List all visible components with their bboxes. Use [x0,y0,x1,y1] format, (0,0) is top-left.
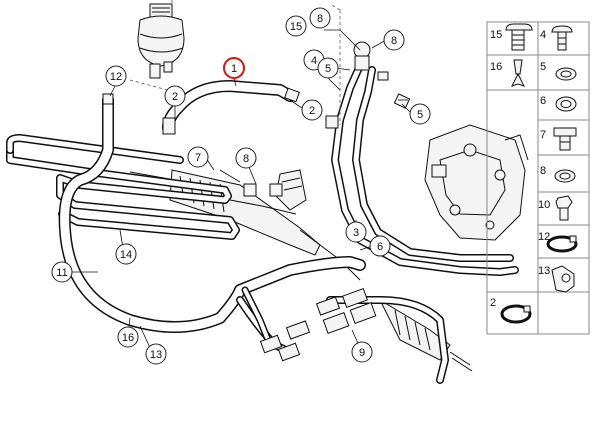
callout-c12: 12 [105,65,127,87]
bolt-with-washer-icon [505,23,533,51]
callout-circle [145,343,167,365]
callout-c14: 14 [115,243,137,265]
callout-circle [115,243,137,265]
callout-c8b: 8 [383,29,405,51]
callout-number: 4 [311,55,317,67]
callout-number: 14 [120,249,132,261]
hose-clip-icon [511,59,525,87]
callout-number: 16 [122,332,134,344]
callout-circle [285,15,307,37]
callout-c6: 6 [369,235,391,257]
callout-circle [369,235,391,257]
callout-circle [223,57,245,79]
callout-circle [235,147,257,169]
power-steering-pump[interactable] [424,124,529,241]
callout-number: 8 [391,35,397,47]
callout-c2a: 2 [164,85,186,107]
callout-c7: 7 [187,146,209,168]
mounting-bracket-icon [551,265,575,293]
legend-label-hollow-bolt-ring-icon: 6 [540,95,546,107]
callout-c5b: 5 [409,103,431,125]
parts-legend-table [486,21,590,335]
legend-label-hex-bolt-icon: 10 [538,199,550,211]
callout-number: 3 [353,227,359,239]
callout-c2b: 2 [301,99,323,121]
callout-circle [309,7,331,29]
callout-c5a: 5 [317,57,339,79]
callout-number: 2 [172,91,178,103]
sealing-ring-icon [555,67,577,81]
callout-c15: 15 [285,15,307,37]
gasket-ring-icon [554,169,576,183]
hex-bolt-icon [555,195,573,221]
hose-clamp-band-icon [500,304,532,324]
legend-cells: 15 4 16 5 6 7 8 10 12 13 2 [490,29,550,309]
callout-number: 2 [309,105,315,117]
callout-circle [301,99,323,121]
callout-c1: 1 [223,57,245,79]
callout-number: 8 [317,13,323,25]
callout-circle [51,261,73,283]
hose-clips[interactable] [325,71,411,129]
callout-c9: 9 [351,341,373,363]
callout-number: 6 [377,241,383,253]
callout-circle [383,29,405,51]
legend-label-mounting-bracket-icon: 13 [538,265,550,277]
callout-circle [409,103,431,125]
callout-circle [117,326,139,348]
callout-number: 13 [150,349,162,361]
callout-c11: 11 [51,261,73,283]
legend-label-gasket-ring-icon: 8 [540,165,546,177]
callout-number: 9 [359,347,365,359]
legend-label-hose-clip-icon: 16 [490,61,502,73]
legend-label-hollow-bolt-icon: 7 [540,129,546,141]
fluid-reservoir[interactable] [137,3,185,79]
callout-number: 12 [110,71,122,83]
callout-number: 15 [290,21,302,33]
callout-number: 11 [56,267,67,279]
callout-circle [345,221,367,243]
legend-label-bolt-icon: 4 [540,29,546,41]
callout-c8a: 8 [309,7,331,29]
hollow-bolt-icon [553,127,577,151]
callout-circle [187,146,209,168]
legend-label-hose-clamp-band-icon: 2 [490,297,496,309]
callout-number: 1 [231,63,237,75]
hose-clamp-icon [546,235,578,253]
hollow-bolt-ring-icon [555,96,577,112]
callout-circle [351,341,373,363]
callout-number: 8 [243,153,249,165]
callout-c8c: 8 [235,147,257,169]
callout-number: 5 [325,63,331,75]
callout-circle [317,57,339,79]
callout-c13: 13 [145,343,167,365]
callout-circle [164,85,186,107]
bolt-icon [551,25,573,51]
callout-number: 7 [195,152,201,164]
legend-label-sealing-ring-icon: 5 [540,61,546,73]
legend-label-hose-clamp-icon: 12 [538,231,550,243]
callout-circle [105,65,127,87]
hose-fittings[interactable] [243,183,377,362]
callout-c3: 3 [345,221,367,243]
callout-c16: 16 [117,326,139,348]
callout-number: 5 [417,109,423,121]
legend-label-bolt-with-washer-icon: 15 [490,29,502,41]
